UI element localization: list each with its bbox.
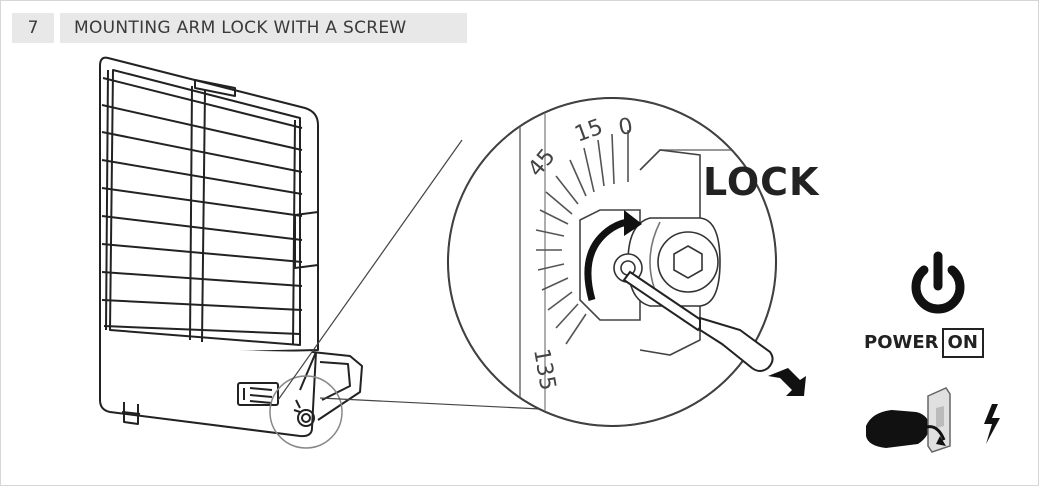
push-arrow-icon [768,368,806,396]
dial-mark-0: 0 [617,114,635,141]
screwdriver-icon [622,270,774,372]
power-text: POWER [864,332,939,353]
angle-dial-ticks [535,130,629,345]
step-number: 7 [12,13,54,43]
rotate-arrow-icon [584,210,642,301]
hand-switch-icon [866,387,951,453]
on-box: ON [941,328,984,358]
floodlight-illustration [99,56,363,449]
zoom-detail [447,97,777,427]
step-title: MOUNTING ARM LOCK WITH A SCREW [60,13,467,43]
lightning-icon [984,404,1000,444]
power-on-label: POWER ON [864,328,984,358]
zoom-connector-lines [277,139,561,411]
lock-label: LOCK [703,160,820,204]
power-icon [911,251,965,314]
